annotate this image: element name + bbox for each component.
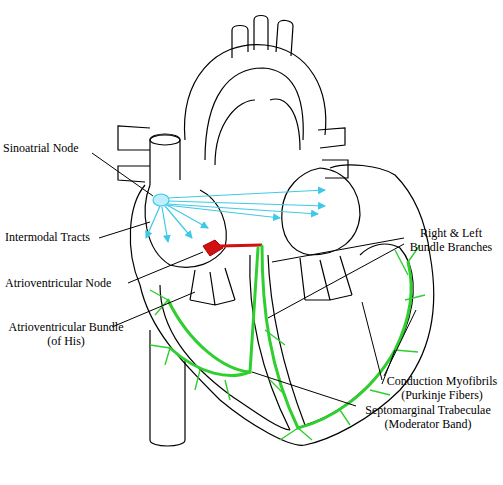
leader-lines bbox=[92, 153, 416, 406]
tract-arrow bbox=[168, 204, 318, 214]
tract-arrow bbox=[168, 190, 325, 198]
leader-line bbox=[252, 372, 356, 406]
bundle-branches bbox=[168, 246, 411, 428]
part-label: Right & Left Bundle Branches bbox=[405, 226, 497, 254]
mitral-valve bbox=[300, 256, 352, 300]
leader-line bbox=[272, 238, 404, 262]
moderator-band bbox=[170, 348, 250, 375]
vena-cava bbox=[150, 134, 180, 185]
vessel bbox=[232, 26, 248, 59]
tract-arrow bbox=[166, 205, 280, 218]
tricuspid-valve bbox=[190, 268, 235, 305]
pulmonary-vessel bbox=[118, 126, 150, 182]
part-label: Conduction Myofibrils (Purkinje Fibers) bbox=[384, 374, 500, 402]
aorta-inner bbox=[205, 68, 303, 160]
left-bundle-branch bbox=[262, 246, 411, 428]
leader-line bbox=[268, 244, 404, 318]
internodal-arrows bbox=[146, 190, 325, 242]
septum bbox=[250, 255, 305, 430]
vena-cava-end bbox=[150, 135, 180, 145]
tract-arrow bbox=[167, 205, 208, 228]
purkinje-twigs bbox=[150, 290, 285, 400]
tract-arrow bbox=[162, 207, 168, 242]
bundle-of-his bbox=[220, 245, 262, 246]
part-label: Septomarginal Trabeculae (Moderator Band… bbox=[356, 403, 500, 431]
leader-line bbox=[112, 292, 195, 327]
tract-arrow bbox=[146, 206, 160, 238]
av-node bbox=[203, 240, 223, 256]
vessel bbox=[276, 20, 293, 56]
pulmonary-trunk bbox=[215, 99, 300, 165]
leader-line bbox=[92, 153, 153, 196]
part-label: Sinoatrial Node bbox=[3, 141, 79, 155]
right-ventricle-wall bbox=[160, 285, 290, 430]
leader-line bbox=[99, 222, 150, 238]
leader-line bbox=[362, 302, 382, 380]
sa-node bbox=[153, 194, 169, 206]
vessel bbox=[254, 16, 268, 51]
leader-line bbox=[128, 252, 203, 283]
aorta bbox=[185, 45, 326, 140]
part-label: Atrioventricular Node bbox=[5, 276, 111, 290]
part-label: Atrioventricular Bundle (of His) bbox=[2, 320, 130, 348]
left-atrium bbox=[282, 168, 360, 255]
part-label: Intermodal Tracts bbox=[5, 230, 90, 244]
right-bundle-branch bbox=[168, 248, 258, 372]
left-ventricle-wall bbox=[305, 244, 413, 425]
heart-outline bbox=[118, 16, 434, 447]
